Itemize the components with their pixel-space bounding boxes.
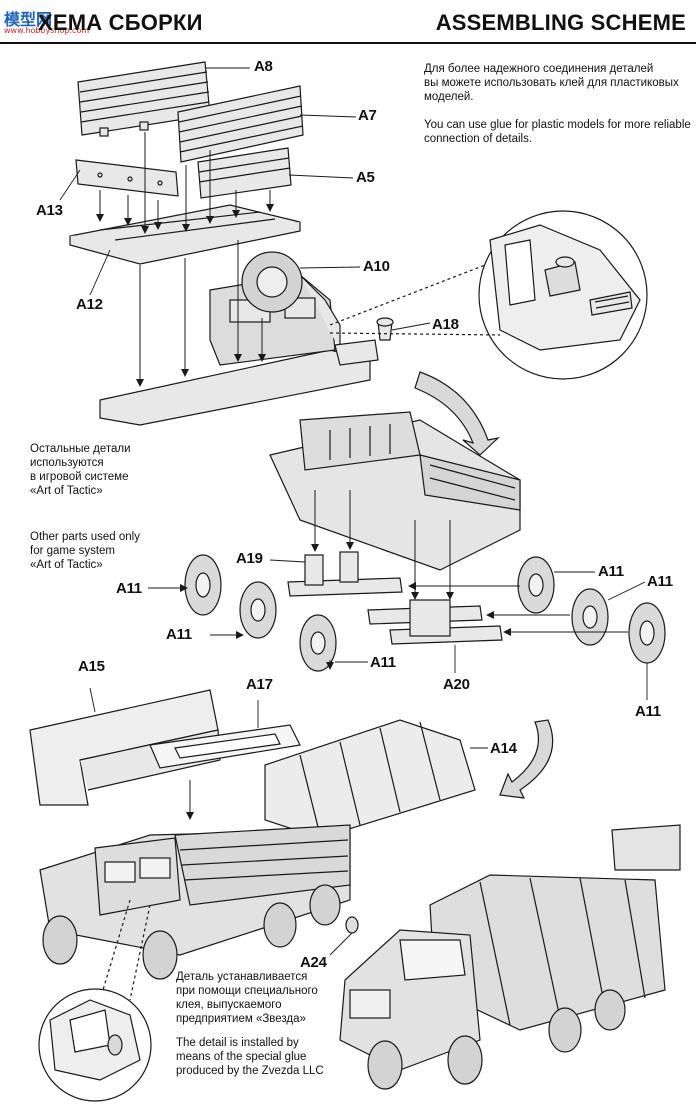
part-a18-air-intake <box>376 317 394 341</box>
label-a11-right-bottom: A11 <box>635 703 661 720</box>
label-a15: A15 <box>78 658 105 675</box>
truck-finished <box>339 824 681 1090</box>
step-arrow-1 <box>414 371 500 456</box>
part-a14-canopy <box>264 719 476 839</box>
label-a18: A18 <box>432 316 459 333</box>
label-a24: A24 <box>300 954 327 971</box>
label-a17: A17 <box>246 676 273 693</box>
title-russian: ХЕМА СБОРКИ <box>38 10 203 35</box>
note-special-glue-russian: Деталь устанавливается при помощи специа… <box>176 970 336 1026</box>
label-a12: A12 <box>76 296 103 313</box>
note-line: connection of details. <box>424 133 533 145</box>
note-line: вы можете использовать клей для пластико… <box>424 77 679 89</box>
note-line: Other parts used only <box>30 531 140 543</box>
note-line: моделей. <box>424 91 474 103</box>
label-a11-right-far: A11 <box>647 573 673 590</box>
note-line: Остальные детали <box>30 443 131 455</box>
part-a10-spare-wheel <box>241 251 303 313</box>
detail-inset-small <box>38 988 152 1102</box>
note-line: используются <box>30 457 104 469</box>
note-line: Деталь устанавливается <box>176 971 308 983</box>
detail-inset-circle <box>478 210 648 380</box>
note-line: в игровой системе <box>30 471 129 483</box>
note-line: предприятием «Звезда» <box>176 1013 306 1025</box>
note-other-parts-russian: Остальные детали используются в игровой … <box>30 442 180 498</box>
label-a20: A20 <box>443 676 470 693</box>
label-a13: A13 <box>36 202 63 219</box>
part-a5-tailgate <box>197 147 292 199</box>
label-a7: A7 <box>358 107 377 124</box>
part-a20-rear-axles <box>367 599 503 645</box>
note-line: means of the special glue <box>176 1051 307 1063</box>
label-a11-left-top: A11 <box>116 580 142 597</box>
label-a11-center-bottom: A11 <box>370 654 396 671</box>
note-line: «Art of Tactic» <box>30 485 103 497</box>
note-line: «Art of Tactic» <box>30 559 103 571</box>
title-english: ASSEMBLING SCHEME <box>435 10 686 35</box>
step-arrow-2 <box>499 719 554 799</box>
label-a11-right-top: A11 <box>598 563 624 580</box>
note-glue-russian: Для более надежного соединения деталей в… <box>424 62 692 104</box>
part-a7-side-panel <box>177 85 304 163</box>
note-line: produced by the Zvezda LLC <box>176 1065 324 1077</box>
note-line: Для более надежного соединения деталей <box>424 63 654 75</box>
note-line: You can use glue for plastic models for … <box>424 119 691 131</box>
label-a5: A5 <box>356 169 375 186</box>
part-a8-side-panel <box>77 61 211 137</box>
note-line: при помощи специального <box>176 985 318 997</box>
truck-open-bed <box>39 824 351 980</box>
note-glue-english: You can use glue for plastic models for … <box>424 118 692 146</box>
logo-text: 模型网 <box>4 10 53 29</box>
part-a24-small-detail <box>345 916 359 934</box>
wheel-group <box>184 554 666 672</box>
label-a8: A8 <box>254 58 273 75</box>
part-a17-frame <box>149 724 301 769</box>
note-line: клея, выпускаемого <box>176 999 282 1011</box>
note-other-parts-english: Other parts used only for game system «A… <box>30 530 180 572</box>
note-line: for game system <box>30 545 115 557</box>
note-special-glue-english: The detail is installed by means of the … <box>176 1036 336 1078</box>
logo-url: www.hobbyshop.com <box>4 26 90 35</box>
label-a19: A19 <box>236 550 263 567</box>
part-a19-front-axle <box>287 551 403 597</box>
label-a14: A14 <box>490 740 517 757</box>
watermark-logo: 模型网 www.hobbyshop.com <box>4 6 89 36</box>
label-a10: A10 <box>363 258 390 275</box>
truck-body-assembly <box>269 411 521 571</box>
label-a11-left-bottom: A11 <box>166 626 192 643</box>
page-header: 模型网 www.hobbyshop.com ХЕМА СБОРКИ ASSEMB… <box>0 0 696 44</box>
note-line: The detail is installed by <box>176 1037 299 1049</box>
cab-chassis-assembly <box>99 274 379 426</box>
part-a13-front-panel <box>75 159 179 197</box>
